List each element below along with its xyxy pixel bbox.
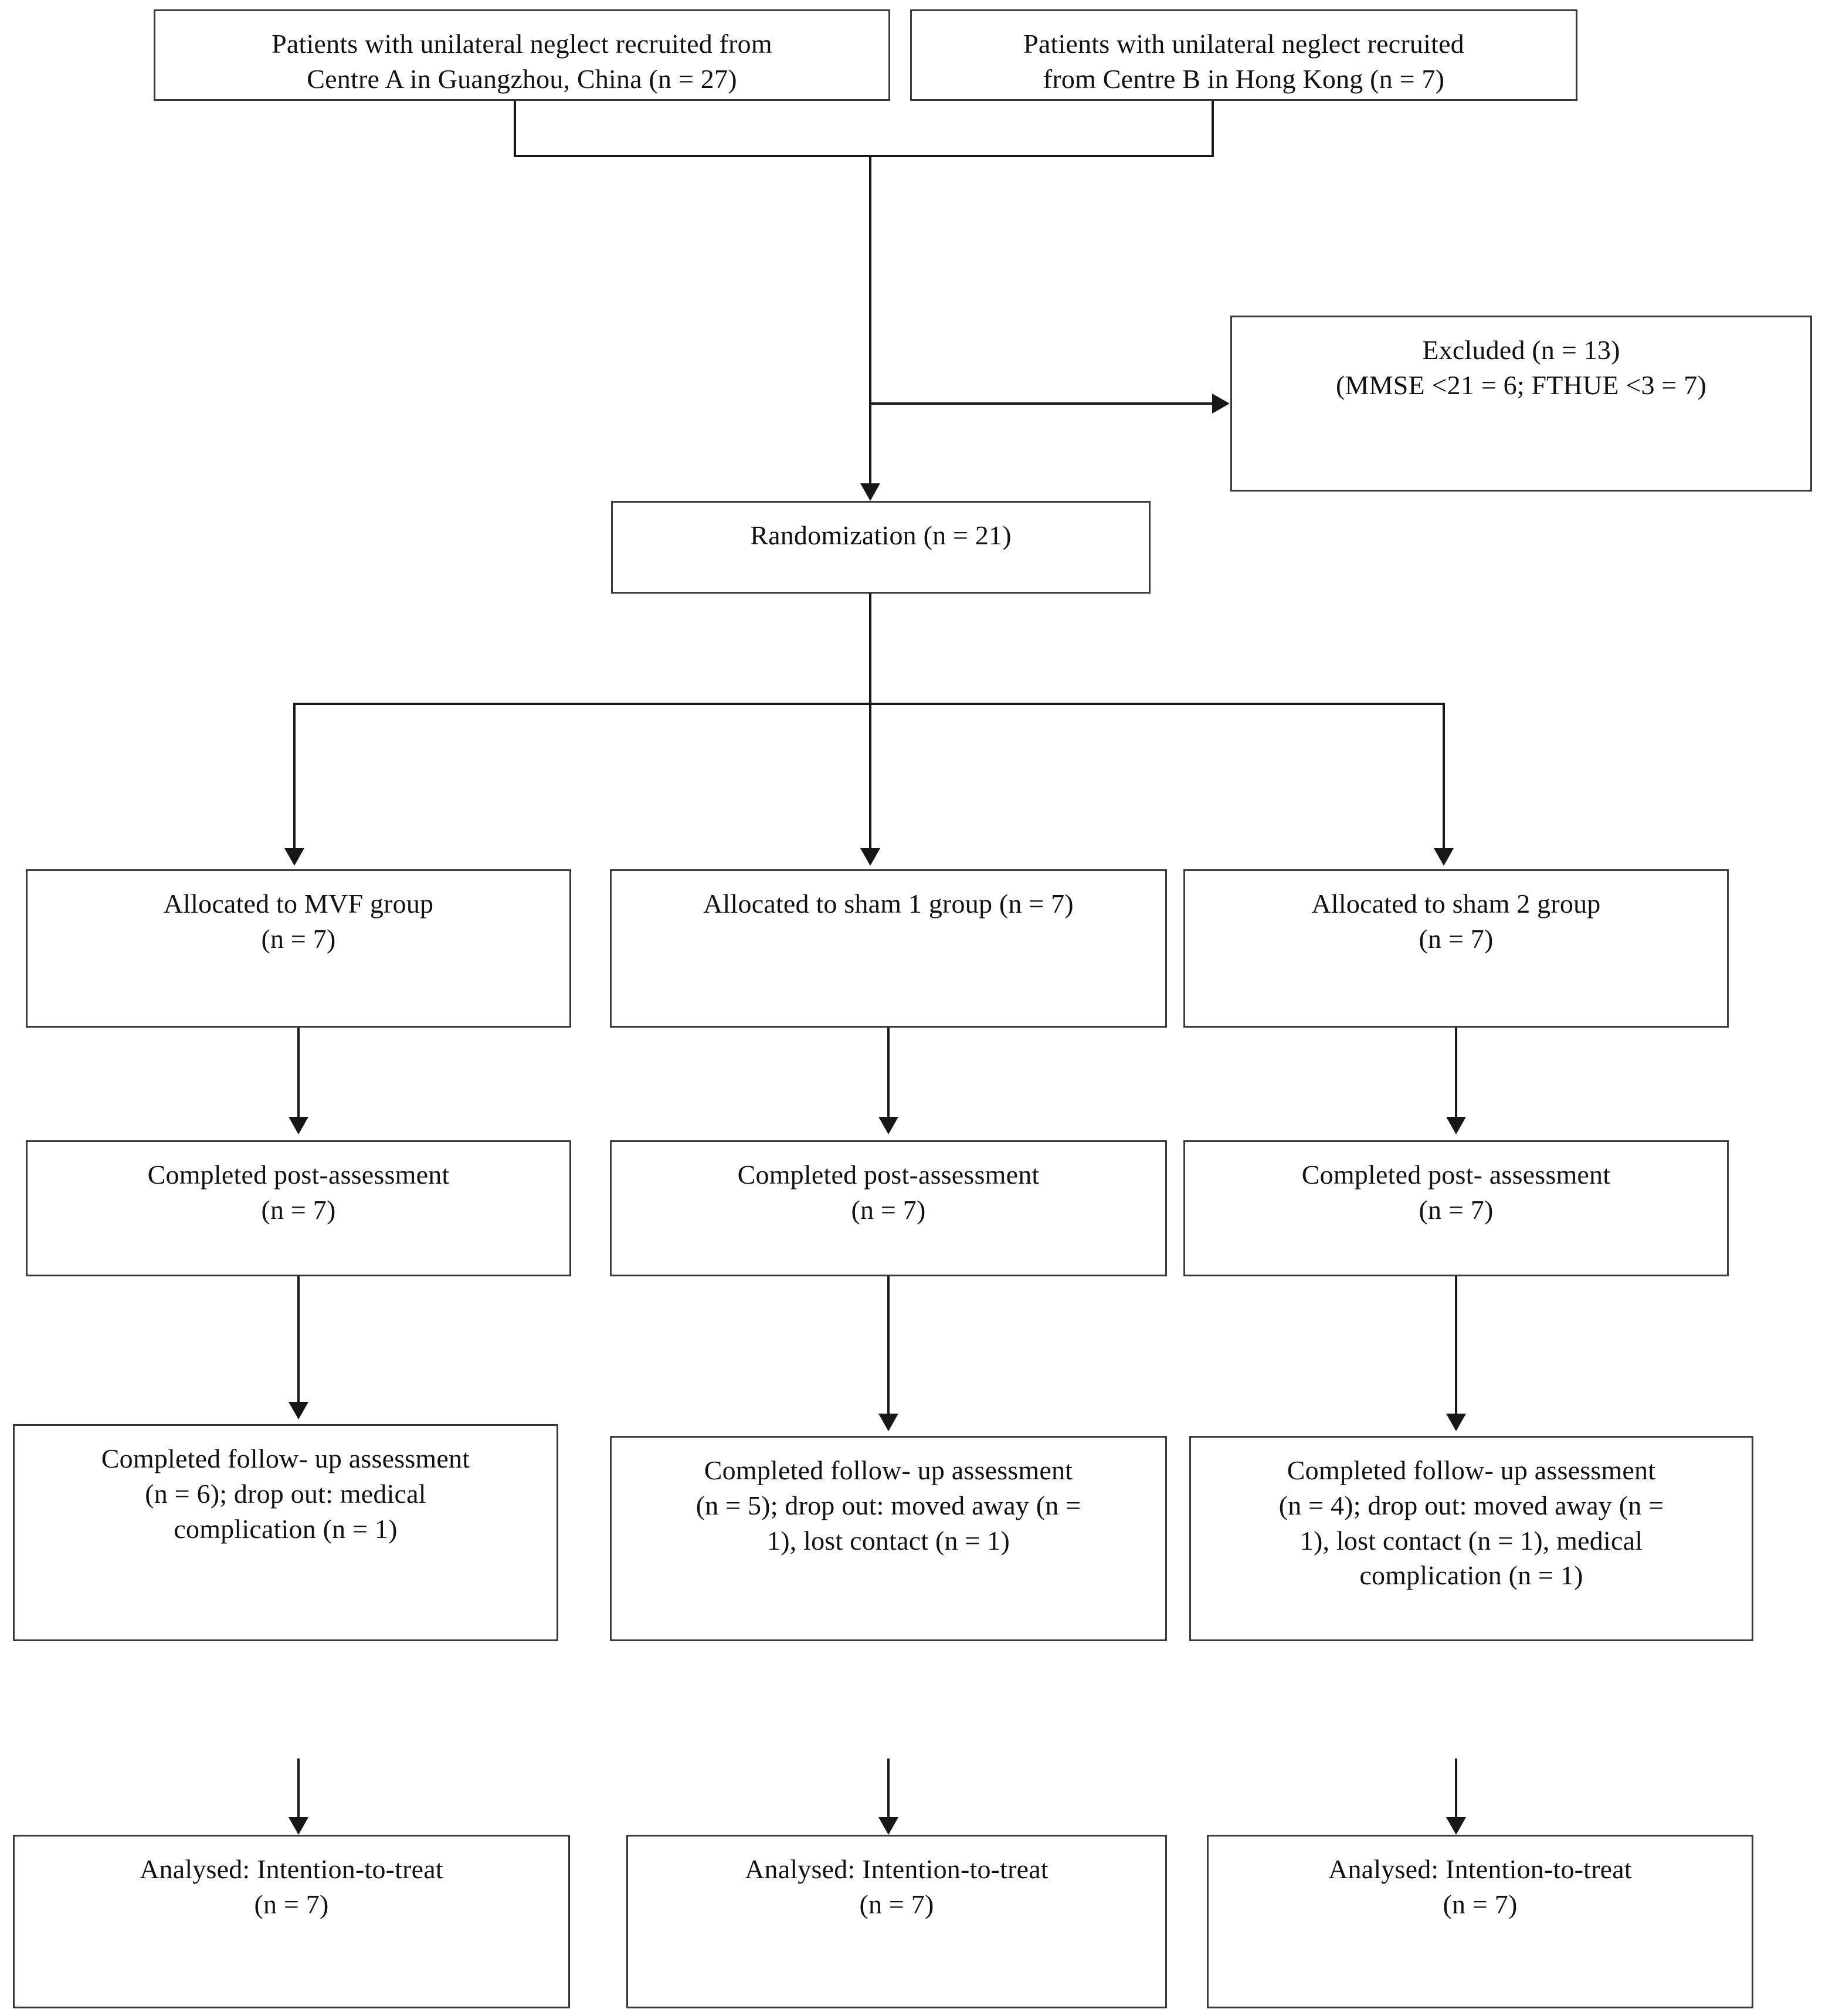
node-randomization: Randomization (n = 21) [611, 501, 1151, 594]
arrowhead-sham2-analysed [1446, 1817, 1466, 1835]
node-follow-sham1: Completed follow- up assessment (n = 5);… [610, 1436, 1167, 1641]
connector-split-left [293, 703, 296, 854]
connector-mvf-post-to-follow [297, 1276, 300, 1407]
node-alloc-mvf-text: Allocated to MVF group (n = 7) [163, 889, 434, 954]
arrowhead-to-randomization [860, 483, 880, 501]
arrowhead-alloc-sham2 [1434, 848, 1454, 866]
connector-sham2-follow-to-analysed [1455, 1759, 1457, 1822]
node-post-sham2-text: Completed post- assessment (n = 7) [1301, 1160, 1611, 1225]
node-excluded-text: Excluded (n = 13) (MMSE <21 = 6; FTHUE <… [1336, 335, 1706, 400]
connector-randomization-stem [869, 594, 871, 705]
arrowhead-sham1-follow [878, 1414, 898, 1431]
arrowhead-mvf-post [289, 1117, 308, 1134]
connector-sham1-alloc-to-post [887, 1028, 890, 1121]
arrowhead-alloc-mvf [284, 848, 304, 866]
node-analysed-mvf: Analysed: Intention-to-treat (n = 7) [13, 1835, 570, 2008]
node-alloc-sham2: Allocated to sham 2 group (n = 7) [1183, 869, 1729, 1028]
connector-centre-b-stub [1212, 101, 1214, 157]
node-recruit-centre-a-text: Patients with unilateral neglect recruit… [272, 29, 772, 94]
connector-split-middle [869, 703, 871, 854]
node-analysed-mvf-text: Analysed: Intention-to-treat (n = 7) [140, 1854, 443, 1919]
connector-to-excluded [869, 402, 1212, 405]
arrowhead-alloc-sham1 [860, 848, 880, 866]
node-analysed-sham1: Analysed: Intention-to-treat (n = 7) [626, 1835, 1167, 2008]
arrowhead-to-excluded [1212, 394, 1230, 414]
node-post-sham1-text: Completed post-assessment (n = 7) [737, 1160, 1040, 1225]
node-follow-mvf: Completed follow- up assessment (n = 6);… [13, 1424, 558, 1641]
connector-centre-a-stub [514, 101, 516, 157]
node-post-mvf-text: Completed post-assessment (n = 7) [147, 1160, 450, 1225]
node-post-sham2: Completed post- assessment (n = 7) [1183, 1140, 1729, 1276]
connector-mvf-follow-to-analysed [297, 1759, 300, 1822]
connector-split-right [1443, 703, 1445, 854]
node-follow-sham2-text: Completed follow- up assessment (n = 4);… [1278, 1455, 1664, 1591]
arrowhead-sham2-post [1446, 1117, 1466, 1134]
node-randomization-text: Randomization (n = 21) [750, 520, 1012, 550]
connector-sham1-post-to-follow [887, 1276, 890, 1418]
arrowhead-mvf-follow [289, 1402, 308, 1419]
arrowhead-sham2-follow [1446, 1414, 1466, 1431]
arrowhead-sham1-analysed [878, 1817, 898, 1835]
node-follow-mvf-text: Completed follow- up assessment (n = 6);… [101, 1444, 470, 1544]
connector-mvf-alloc-to-post [297, 1028, 300, 1121]
connector-trunk-to-randomization [869, 155, 871, 489]
node-analysed-sham2-text: Analysed: Intention-to-treat (n = 7) [1328, 1854, 1632, 1919]
node-alloc-sham1: Allocated to sham 1 group (n = 7) [610, 869, 1167, 1028]
arrowhead-sham1-post [878, 1117, 898, 1134]
node-post-mvf: Completed post-assessment (n = 7) [26, 1140, 571, 1276]
node-follow-sham2: Completed follow- up assessment (n = 4);… [1189, 1436, 1753, 1641]
node-post-sham1: Completed post-assessment (n = 7) [610, 1140, 1167, 1276]
connector-sham2-alloc-to-post [1455, 1028, 1457, 1121]
connector-merge-bar [514, 155, 1214, 157]
node-recruit-centre-a: Patients with unilateral neglect recruit… [154, 9, 890, 101]
node-alloc-mvf: Allocated to MVF group (n = 7) [26, 869, 571, 1028]
connector-sham2-post-to-follow [1455, 1276, 1457, 1418]
node-recruit-centre-b-text: Patients with unilateral neglect recruit… [1023, 29, 1464, 94]
node-analysed-sham2: Analysed: Intention-to-treat (n = 7) [1207, 1835, 1753, 2008]
node-alloc-sham1-text: Allocated to sham 1 group (n = 7) [703, 889, 1074, 919]
arrowhead-mvf-analysed [289, 1817, 308, 1835]
node-alloc-sham2-text: Allocated to sham 2 group (n = 7) [1311, 889, 1601, 954]
node-recruit-centre-b: Patients with unilateral neglect recruit… [910, 9, 1577, 101]
node-follow-sham1-text: Completed follow- up assessment (n = 5);… [695, 1455, 1081, 1556]
connector-sham1-follow-to-analysed [887, 1759, 890, 1822]
node-excluded: Excluded (n = 13) (MMSE <21 = 6; FTHUE <… [1230, 316, 1812, 492]
node-analysed-sham1-text: Analysed: Intention-to-treat (n = 7) [745, 1854, 1049, 1919]
